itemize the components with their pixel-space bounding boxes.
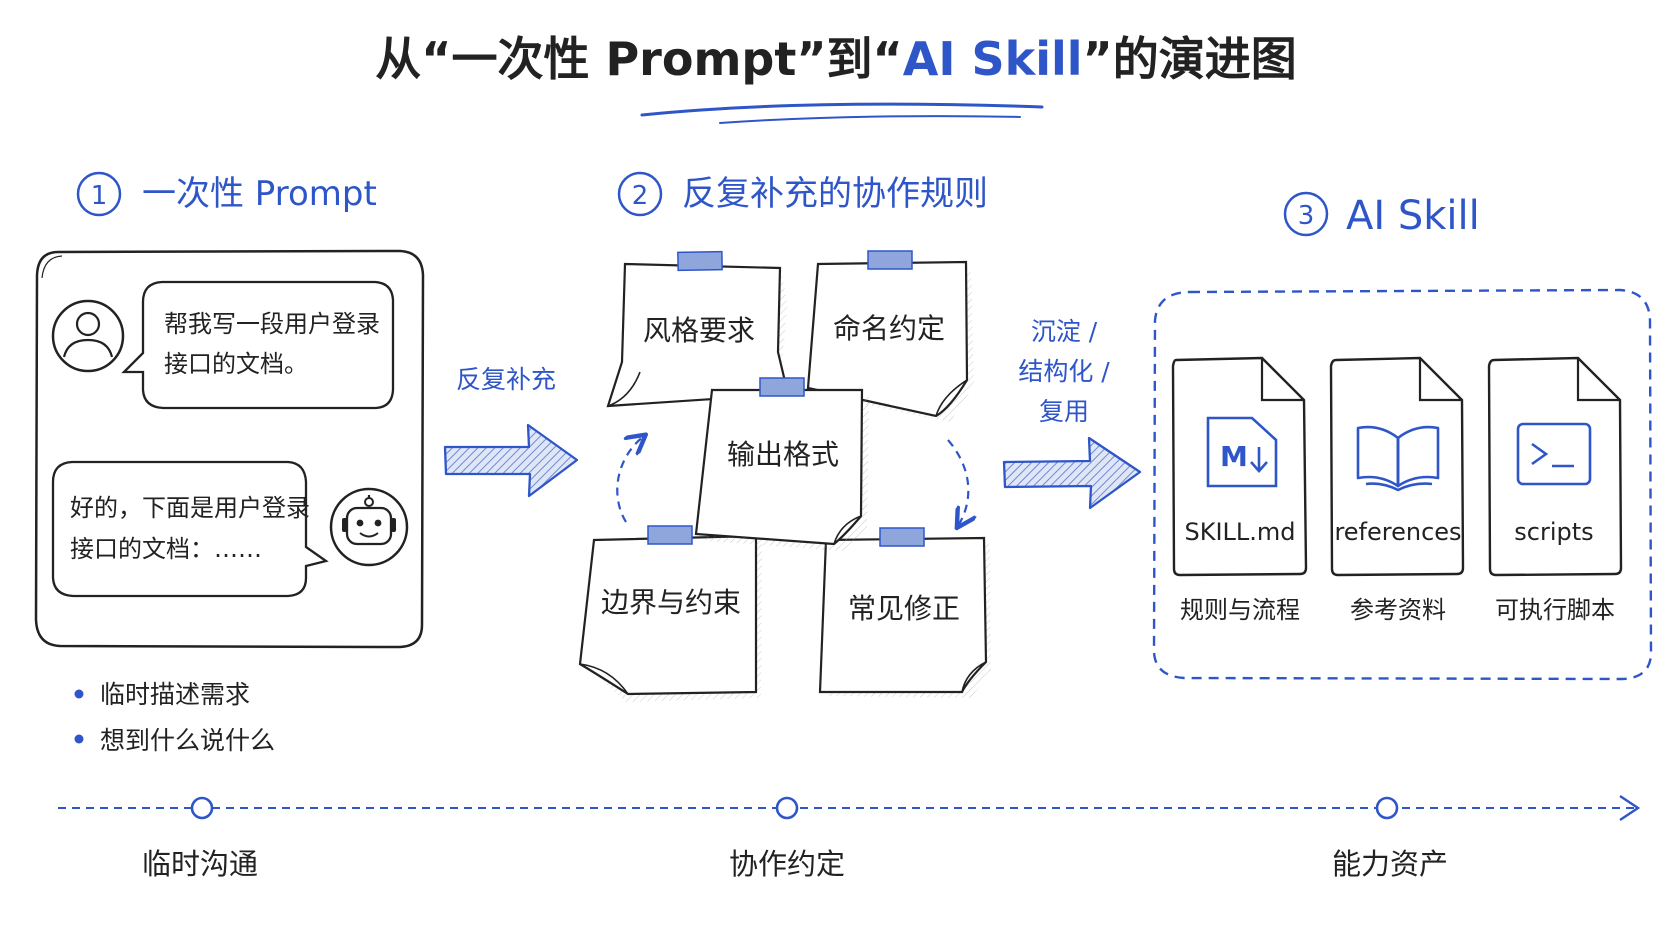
stage3-label: AI Skill — [1346, 193, 1480, 239]
bullet-item-2: 想到什么说什么 — [100, 726, 275, 755]
note-label-3: 输出格式 — [727, 438, 839, 471]
user-message-bubble: 帮我写一段用户登录 接口的文档。 — [121, 280, 395, 410]
bot-message-line1: 好的，下面是用户登录 — [70, 494, 310, 522]
tape-icon — [647, 525, 693, 545]
tape-icon — [879, 527, 925, 547]
note-label-4: 边界与约束 — [601, 586, 741, 619]
markdown-icon: M — [1206, 416, 1278, 488]
book-icon — [1356, 425, 1440, 492]
user-message-line1: 帮我写一段用户登录 — [164, 310, 380, 338]
stage3-number-circle — [1283, 191, 1329, 237]
bullet-dot — [74, 689, 84, 699]
timeline-arrowhead — [1619, 795, 1641, 821]
file-caption-3: 可执行脚本 — [1495, 596, 1615, 624]
title-part2: ”的演进图 — [1083, 32, 1297, 86]
page-title: 从“一次性 Prompt”到“AI Skill”的演进图 — [375, 32, 1297, 86]
note-label-2: 命名约定 — [833, 312, 945, 345]
file-name-1: SKILL.md — [1184, 518, 1295, 546]
timeline-label-1: 临时沟通 — [142, 847, 258, 881]
stage1-label: 一次性 Prompt — [142, 174, 377, 214]
timeline-node-1 — [190, 796, 214, 820]
stage1-heading: 1 一次性 Prompt — [76, 171, 377, 217]
tape-icon — [759, 377, 805, 397]
file-name-2: references — [1334, 518, 1461, 546]
user-message-line2: 接口的文档。 — [164, 350, 308, 378]
sticky-note-boundaries: 边界与约束 — [578, 525, 762, 702]
bot-message-bubble: 好的，下面是用户登录 接口的文档：…… — [51, 460, 329, 598]
file-caption-2: 参考资料 — [1350, 596, 1446, 624]
note-label-5: 常见修正 — [848, 592, 960, 625]
arrow-2-label-line1: 沉淀 / — [1031, 317, 1098, 346]
timeline: 临时沟通 协作约定 能力资产 — [58, 795, 1641, 881]
skill-container — [1152, 288, 1653, 681]
tape-icon — [677, 250, 723, 272]
sticky-note-output-format: 输出格式 — [694, 377, 869, 551]
stage1-number: 1 — [91, 181, 108, 211]
file-references: references 参考资料 — [1329, 356, 1465, 624]
file-scripts: scripts 可执行脚本 — [1487, 356, 1623, 624]
arrow-2: 沉淀 / 结构化 / 复用 — [1002, 317, 1142, 510]
arrow-1-label: 反复补充 — [456, 365, 556, 394]
stage1-number-circle — [76, 171, 122, 217]
bullet-dot — [74, 734, 84, 744]
timeline-label-2: 协作约定 — [729, 847, 845, 881]
stage3-heading: 3 AI Skill — [1283, 191, 1480, 239]
timeline-node-2 — [775, 796, 799, 820]
title-highlight: AI Skill — [903, 32, 1083, 86]
cycle-arrow-left — [616, 436, 644, 523]
stage2-heading: 2 反复补充的协作规则 — [617, 171, 988, 217]
arrow-2-label-line3: 复用 — [1039, 397, 1089, 426]
terminal-icon — [1516, 422, 1592, 486]
stage2-number: 2 — [632, 181, 649, 211]
sticky-note-style: 风格要求 — [606, 250, 790, 408]
sticky-note-corrections: 常见修正 — [818, 527, 991, 698]
file-caption-1: 规则与流程 — [1180, 596, 1300, 624]
stage2-label: 反复补充的协作规则 — [682, 174, 988, 214]
bot-message-line2: 接口的文档：…… — [70, 535, 262, 563]
timeline-node-3 — [1375, 796, 1399, 820]
stage3-number: 3 — [1298, 201, 1315, 231]
file-skill-md: M SKILL.md 规则与流程 — [1171, 356, 1308, 624]
stage1-bullet-list: 临时描述需求 想到什么说什么 — [74, 680, 275, 755]
file-name-3: scripts — [1514, 518, 1593, 546]
svg-text:M: M — [1220, 440, 1248, 473]
arrow-2-label-line2: 结构化 / — [1018, 357, 1110, 386]
title-underline — [640, 102, 1044, 124]
cycle-arrow-right — [947, 439, 968, 526]
robot-icon — [329, 487, 409, 567]
stage2-number-circle — [617, 171, 663, 217]
arrow-1: 反复补充 — [443, 365, 579, 498]
bullet-item-1: 临时描述需求 — [100, 680, 250, 709]
user-icon — [51, 299, 125, 373]
svg-text:从“一次性 Prompt”到“AI Skill”的演进图: 从“一次性 Prompt”到“AI Skill”的演进图 — [375, 32, 1297, 86]
tape-icon — [867, 250, 913, 270]
note-label-1: 风格要求 — [643, 314, 755, 347]
title-part1: 从“一次性 Prompt”到“ — [375, 32, 903, 86]
timeline-label-3: 能力资产 — [1332, 847, 1448, 881]
sticky-note-naming: 命名约定 — [806, 250, 974, 422]
